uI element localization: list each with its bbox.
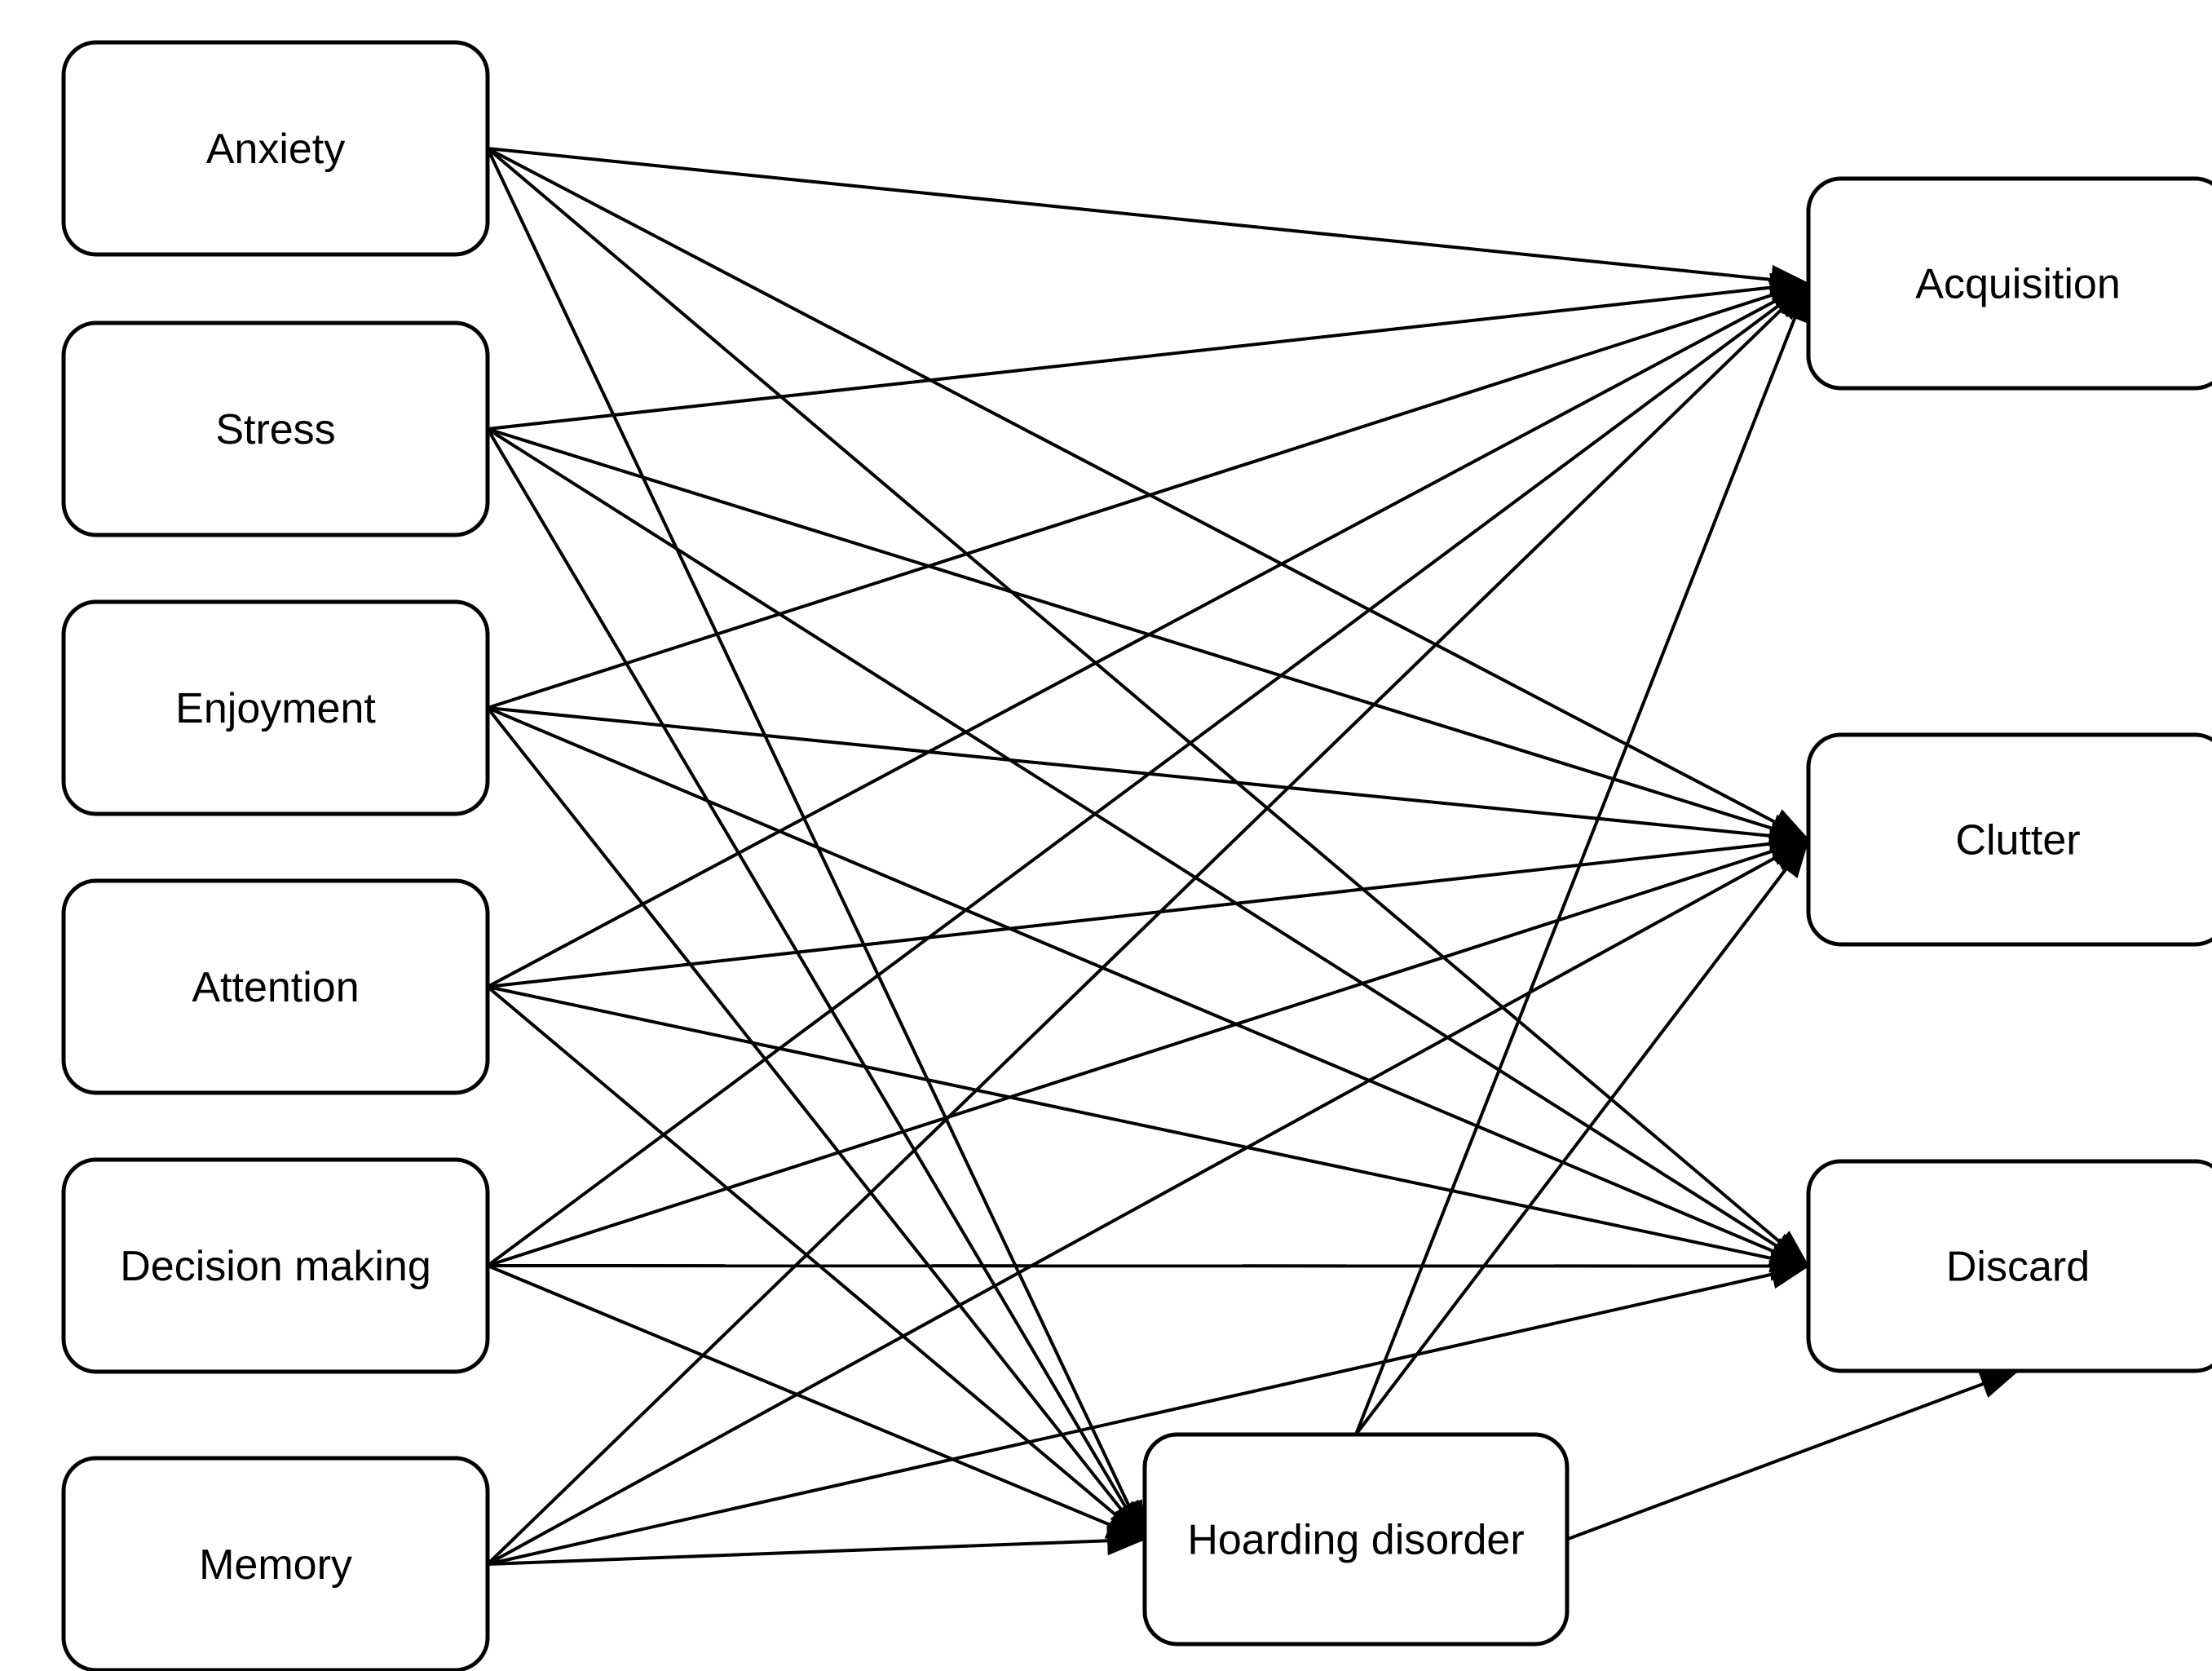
edge-attention-to-discard [488,987,1808,1267]
node-memory: Memory [64,1458,488,1670]
node-label-decision-making: Decision making [120,1243,431,1290]
edge-anxiety-to-acquisition [488,148,1808,284]
node-hoarding-disorder: Hoarding disorder [1145,1434,1567,1644]
node-label-acquisition: Acquisition [1915,261,2120,308]
node-label-stress: Stress [215,406,335,453]
node-clutter: Clutter [1808,735,2212,944]
node-label-discard: Discard [1946,1244,2090,1291]
edges-layer [488,148,2018,1564]
node-attention: Attention [64,881,488,1093]
edge-attention-to-acquisition [488,284,1808,988]
edge-hoarding-disorder-to-acquisition [1356,284,1808,1435]
edge-attention-to-clutter [488,840,1808,988]
edge-enjoyment-to-hoarding-disorder [488,708,1145,1540]
node-acquisition: Acquisition [1808,179,2212,388]
node-label-anxiety: Anxiety [206,126,346,173]
node-decision-making: Decision making [64,1160,488,1372]
edge-decision-making-to-discard [488,1266,1808,1267]
node-stress: Stress [64,323,488,535]
edge-hoarding-disorder-to-discard [1567,1371,2018,1540]
node-label-clutter: Clutter [1955,817,2080,864]
edge-hoarding-disorder-to-clutter [1356,840,1808,1435]
nodes-layer: AnxietyStressEnjoymentAttentionDecision … [64,42,2212,1670]
edge-stress-to-discard [488,429,1808,1267]
edge-decision-making-to-acquisition [488,284,1808,1267]
node-label-memory: Memory [199,1541,352,1589]
node-label-hoarding-disorder: Hoarding disorder [1187,1517,1524,1564]
edge-stress-to-acquisition [488,284,1808,430]
edge-attention-to-hoarding-disorder [488,987,1145,1540]
node-label-enjoyment: Enjoyment [175,685,376,732]
edge-decision-making-to-hoarding-disorder [488,1266,1145,1540]
edge-stress-to-hoarding-disorder [488,429,1145,1540]
hoarding-path-model-diagram: AnxietyStressEnjoymentAttentionDecision … [33,13,2212,1671]
node-label-attention: Attention [192,964,359,1011]
edge-anxiety-to-hoarding-disorder [488,148,1145,1540]
node-anxiety: Anxiety [64,42,488,254]
edge-memory-to-acquisition [488,284,1808,1565]
node-discard: Discard [1808,1161,2212,1371]
edge-enjoyment-to-acquisition [488,284,1808,709]
node-enjoyment: Enjoyment [64,602,488,814]
